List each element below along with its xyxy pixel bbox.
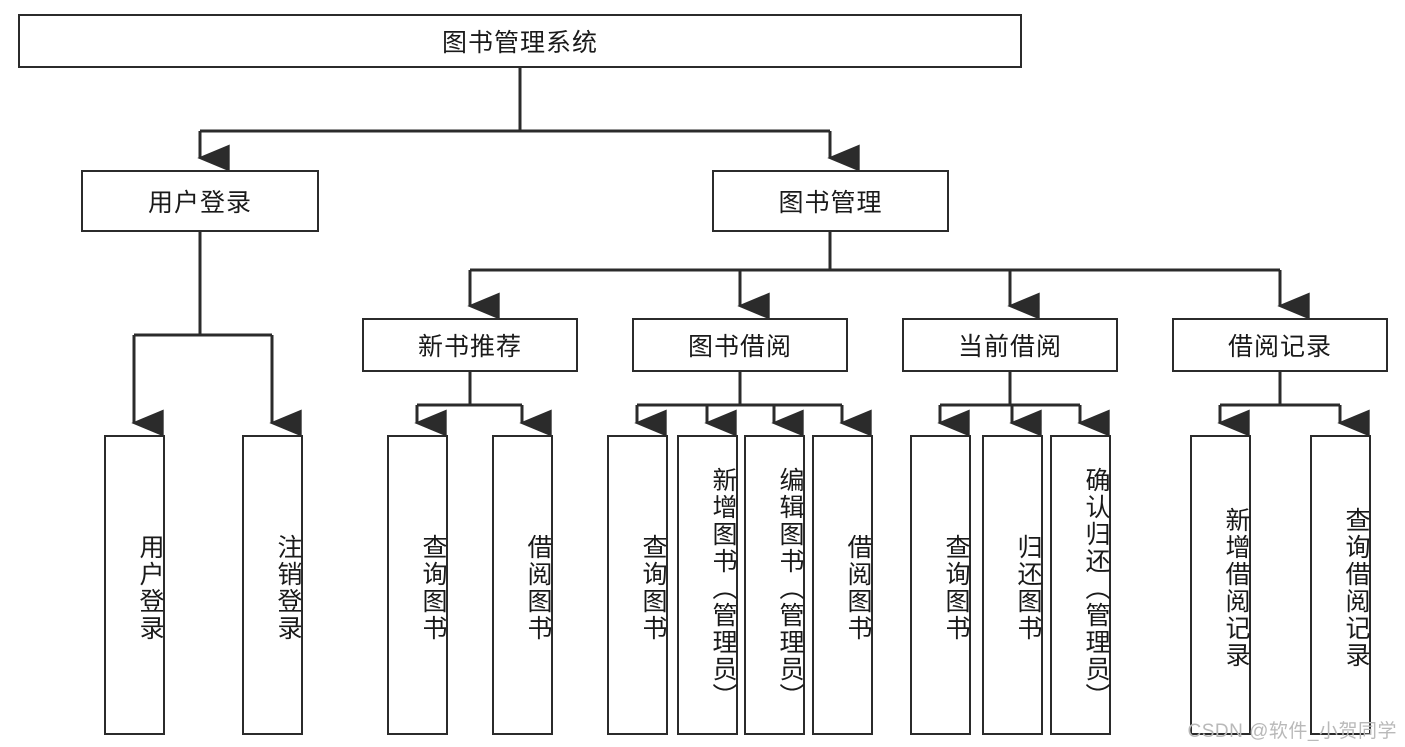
node-leaf-return-book[interactable]: 归还图书 [982, 435, 1043, 735]
node-book-management[interactable]: 图书管理 [712, 170, 949, 232]
node-leaf-query-borrow-record[interactable]: 查询借阅记录 [1310, 435, 1371, 735]
node-leaf-borrow-book-label: 借阅图书 [844, 534, 872, 642]
node-leaf-user-logout-label: 注销登录 [274, 534, 302, 642]
node-leaf-borrow-book-recommend-label: 借阅图书 [524, 534, 552, 642]
node-leaf-user-login[interactable]: 用户登录 [104, 435, 165, 735]
node-current-borrow-label: 当前借阅 [957, 333, 1062, 361]
node-book-borrow-label: 图书借阅 [687, 333, 792, 361]
node-leaf-add-borrow-record-label: 新增借阅记录 [1222, 507, 1250, 669]
node-new-book-recommend-label: 新书推荐 [417, 333, 522, 361]
node-leaf-add-book-admin-label: 新增图书（管理员） [709, 466, 737, 710]
node-current-borrow[interactable]: 当前借阅 [902, 318, 1118, 372]
node-leaf-borrow-book[interactable]: 借阅图书 [812, 435, 873, 735]
node-user-login-label: 用户登录 [147, 189, 252, 217]
node-root[interactable]: 图书管理系统 [18, 14, 1022, 68]
node-root-label: 图书管理系统 [441, 29, 598, 57]
node-book-management-label: 图书管理 [778, 189, 883, 217]
node-leaf-edit-book-admin-label: 编辑图书（管理员） [776, 466, 804, 710]
node-leaf-user-login-label: 用户登录 [136, 534, 164, 642]
node-leaf-confirm-return-admin[interactable]: 确认归还（管理员） [1050, 435, 1111, 735]
node-leaf-return-book-label: 归还图书 [1014, 534, 1042, 642]
node-leaf-query-book-current-label: 查询图书 [942, 534, 970, 642]
node-leaf-query-book-current[interactable]: 查询图书 [910, 435, 971, 735]
node-leaf-edit-book-admin[interactable]: 编辑图书（管理员） [744, 435, 805, 735]
node-leaf-borrow-book-recommend[interactable]: 借阅图书 [492, 435, 553, 735]
node-leaf-query-book-recommend[interactable]: 查询图书 [387, 435, 448, 735]
node-leaf-query-book-borrow[interactable]: 查询图书 [607, 435, 668, 735]
node-new-book-recommend[interactable]: 新书推荐 [362, 318, 578, 372]
node-leaf-query-book-recommend-label: 查询图书 [419, 534, 447, 642]
node-leaf-query-borrow-record-label: 查询借阅记录 [1342, 507, 1370, 669]
node-book-borrow[interactable]: 图书借阅 [632, 318, 848, 372]
node-leaf-user-logout[interactable]: 注销登录 [242, 435, 303, 735]
node-leaf-query-book-borrow-label: 查询图书 [639, 534, 667, 642]
node-user-login[interactable]: 用户登录 [81, 170, 319, 232]
node-borrow-record[interactable]: 借阅记录 [1172, 318, 1388, 372]
node-leaf-add-borrow-record[interactable]: 新增借阅记录 [1190, 435, 1251, 735]
node-leaf-add-book-admin[interactable]: 新增图书（管理员） [677, 435, 738, 735]
node-leaf-confirm-return-admin-label: 确认归还（管理员） [1082, 466, 1110, 710]
node-borrow-record-label: 借阅记录 [1227, 333, 1332, 361]
